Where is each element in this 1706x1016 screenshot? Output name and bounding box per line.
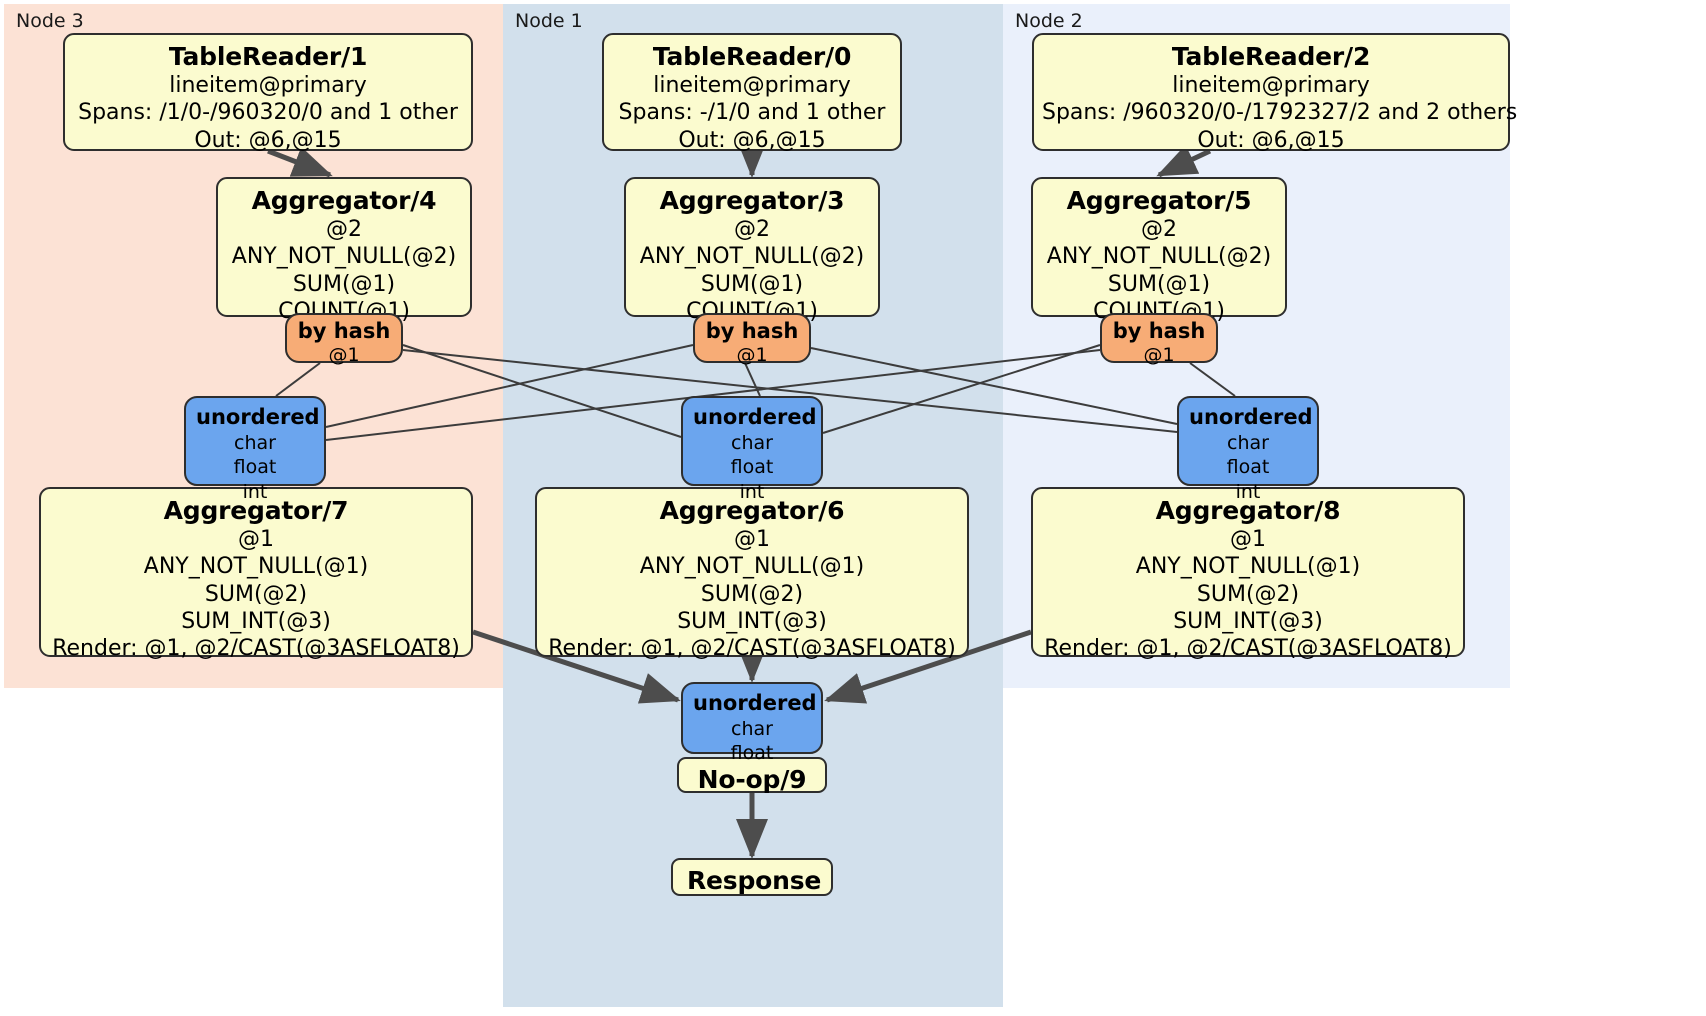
synchronizer-type-line: int — [1235, 480, 1261, 503]
processor-title: TableReader/0 — [652, 42, 852, 71]
processor-detail-line: SUM(@2) — [700, 581, 804, 607]
processor-detail-line: ANY_NOT_NULL(@1) — [143, 554, 369, 580]
processor-detail-line: ANY_NOT_NULL(@2) — [1046, 244, 1272, 270]
synchronizer-type-line: float — [233, 456, 277, 479]
processor-detail-line: ANY_NOT_NULL(@1) — [639, 554, 865, 580]
processor-detail-line: ANY_NOT_NULL(@2) — [231, 244, 457, 270]
processor-detail-line: @1 — [734, 527, 770, 552]
processor-detail-line: SUM_INT(@3) — [181, 608, 331, 634]
synchronizer-title: unordered — [693, 691, 817, 715]
processor-noop9[interactable]: No-op/9 — [677, 757, 827, 794]
processor-detail-line: @1 — [238, 527, 274, 552]
processor-detail-line: lineitem@primary — [653, 73, 851, 98]
node-panel-label: Node 3 — [16, 10, 84, 32]
router-title: by hash — [297, 319, 391, 343]
processor-title: Response — [687, 866, 822, 895]
synchronizer-type-line: char — [731, 717, 773, 740]
processor-detail-line: Spans: /1/0-/960320/0 and 1 other — [78, 100, 458, 126]
processor-detail-line: ANY_NOT_NULL(@1) — [1135, 554, 1361, 580]
processor-detail-line: @2 — [734, 217, 770, 242]
node-panel-label: Node 2 — [1015, 10, 1083, 32]
synchronizer-type-line: int — [739, 480, 765, 503]
processor-detail-line: SUM(@2) — [204, 581, 308, 607]
processor-detail-line: @2 — [1141, 217, 1177, 242]
router-byhash4[interactable]: by hash@1 — [285, 313, 403, 366]
synchronizer-type-line: int — [242, 480, 268, 503]
processor-detail-line: SUM(@1) — [700, 271, 804, 297]
synchronizer-title: unordered — [693, 405, 817, 429]
processor-detail-line: Out: @6,@15 — [194, 127, 342, 153]
router-title: by hash — [1112, 319, 1206, 343]
processor-detail-line: SUM_INT(@3) — [1173, 608, 1323, 634]
processor-response[interactable]: Response — [671, 858, 833, 896]
processor-title: Aggregator/6 — [659, 496, 845, 525]
synchronizer-type-line: char — [234, 431, 276, 454]
processor-detail-line: lineitem@primary — [1172, 73, 1370, 98]
processor-detail-line: @1 — [1230, 527, 1266, 552]
processor-detail-line: lineitem@primary — [169, 73, 367, 98]
router-detail-line: @1 — [328, 344, 360, 367]
router-byhash3[interactable]: by hash@1 — [693, 313, 811, 366]
processor-title: TableReader/1 — [168, 42, 368, 71]
synchronizer-type-line: float — [730, 742, 774, 765]
processor-detail-line: Render: @1, @2/CAST(@3ASFLOAT8) — [1044, 636, 1452, 662]
synchronizer-type-line: char — [731, 431, 773, 454]
processor-detail-line: SUM(@1) — [292, 271, 396, 297]
processor-detail-line: SUM_INT(@3) — [677, 608, 827, 634]
processor-detail-line: Spans: -/1/0 and 1 other — [618, 100, 886, 126]
processor-detail-line: SUM(@1) — [1107, 271, 1211, 297]
node-panel-label: Node 1 — [515, 10, 583, 32]
router-detail-line: @1 — [1143, 344, 1175, 367]
processor-detail-line: Render: @1, @2/CAST(@3ASFLOAT8) — [52, 636, 460, 662]
synchronizer-type-line: char — [1227, 431, 1269, 454]
processor-detail-line: Render: @1, @2/CAST(@3ASFLOAT8) — [548, 636, 956, 662]
processor-detail-line: SUM(@2) — [1196, 581, 1300, 607]
router-detail-line: @1 — [736, 344, 768, 367]
router-byhash5[interactable]: by hash@1 — [1100, 313, 1218, 366]
processor-detail-line: ANY_NOT_NULL(@2) — [639, 244, 865, 270]
processor-detail-line: Spans: /960320/0-/1792327/2 and 2 others — [1042, 100, 1518, 126]
processor-title: Aggregator/5 — [1066, 186, 1252, 215]
synchronizer-title: unordered — [1189, 405, 1313, 429]
processor-title: Aggregator/4 — [251, 186, 437, 215]
synchronizer-title: unordered — [196, 405, 320, 429]
processor-title: TableReader/2 — [1171, 42, 1371, 71]
processor-detail-line: Out: @6,@15 — [678, 127, 826, 153]
processor-title: Aggregator/3 — [659, 186, 845, 215]
processor-title: Aggregator/8 — [1155, 496, 1341, 525]
synchronizer-type-line: float — [730, 456, 774, 479]
processor-detail-line: Out: @6,@15 — [1197, 127, 1345, 153]
synchronizer-type-line: float — [1226, 456, 1270, 479]
processor-title: Aggregator/7 — [163, 496, 349, 525]
processor-title: No-op/9 — [697, 765, 807, 794]
processor-detail-line: @2 — [326, 217, 362, 242]
router-title: by hash — [705, 319, 799, 343]
